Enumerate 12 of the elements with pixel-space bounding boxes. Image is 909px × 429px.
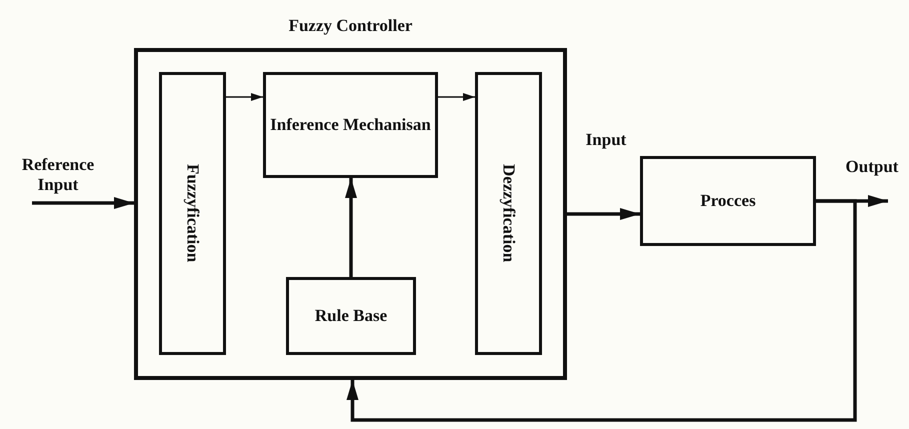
process-box: Rule Base	[286, 277, 416, 355]
process-box: Procces	[640, 156, 816, 246]
arrow	[346, 199, 857, 422]
arrow	[32, 197, 134, 210]
arrow	[438, 93, 475, 101]
group-title: Fuzzy Controller	[288, 16, 414, 36]
arrow	[226, 93, 263, 101]
arrow	[567, 208, 640, 220]
block-bar: Dezzyfication	[475, 72, 542, 355]
block-bar: Fuzzyfication	[159, 72, 226, 355]
process-box: Inference Mechanisan	[263, 72, 438, 178]
arrow	[345, 178, 357, 277]
